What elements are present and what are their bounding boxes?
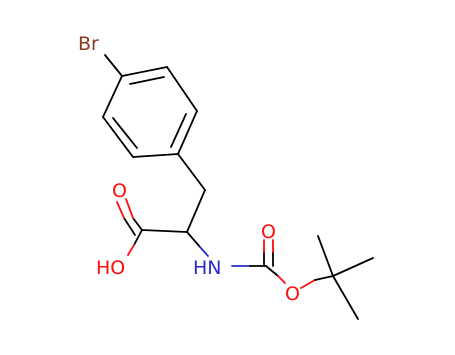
oxygen-tbutyl-bond-b	[314, 275, 334, 281]
amine-label: HN	[193, 257, 222, 279]
acid-c-o-double-2a	[123, 217, 136, 236]
alpha-carboxyl-bond	[141, 229, 188, 233]
acid-c-oh-bond-b	[127, 244, 135, 256]
ring-bond-1	[121, 66, 168, 77]
bromine-label: Br	[78, 33, 99, 55]
ring-inner-bond-2	[170, 113, 187, 148]
oxygen-tbutyl-bond-a	[300, 279, 316, 289]
carbon-bromine-bond	[104, 54, 123, 77]
acid-carbonyl-oxygen-label: O	[112, 180, 127, 202]
acid-c-o-double-1a	[132, 217, 143, 231]
tbutyl-methyl-1	[317, 235, 334, 277]
ring-bond-6	[102, 75, 123, 118]
tbutyl-methyl-2	[332, 257, 374, 277]
boc-c-o-single-b	[277, 275, 286, 284]
alpha-nitrogen-bond-a	[186, 231, 201, 248]
ring-bond-4	[132, 153, 179, 158]
ring-inner-bond-1	[129, 76, 165, 85]
tbutyl-methyl-3	[332, 275, 359, 320]
alpha-nitrogen-bond-b	[199, 246, 209, 257]
ring-bond-5	[102, 116, 134, 158]
ring-bond-2	[166, 66, 198, 112]
acid-c-o-double-2b	[116, 201, 125, 219]
ch2-alpha-bond	[186, 189, 206, 233]
acid-c-oh-bond-a	[133, 229, 143, 246]
boc-c-o-single-a	[265, 265, 279, 277]
ring-ch2-bond	[177, 153, 206, 191]
acid-c-o-double-1b	[125, 198, 134, 219]
ring-inner-bond-3	[112, 117, 138, 149]
benzene-ring	[102, 66, 198, 158]
hydroxyl-label: HO	[96, 257, 125, 279]
ester-oxygen-label: O	[285, 283, 300, 305]
boc-carbonyl-oxygen-label: O	[261, 221, 276, 243]
ring-bond-3	[177, 110, 198, 155]
